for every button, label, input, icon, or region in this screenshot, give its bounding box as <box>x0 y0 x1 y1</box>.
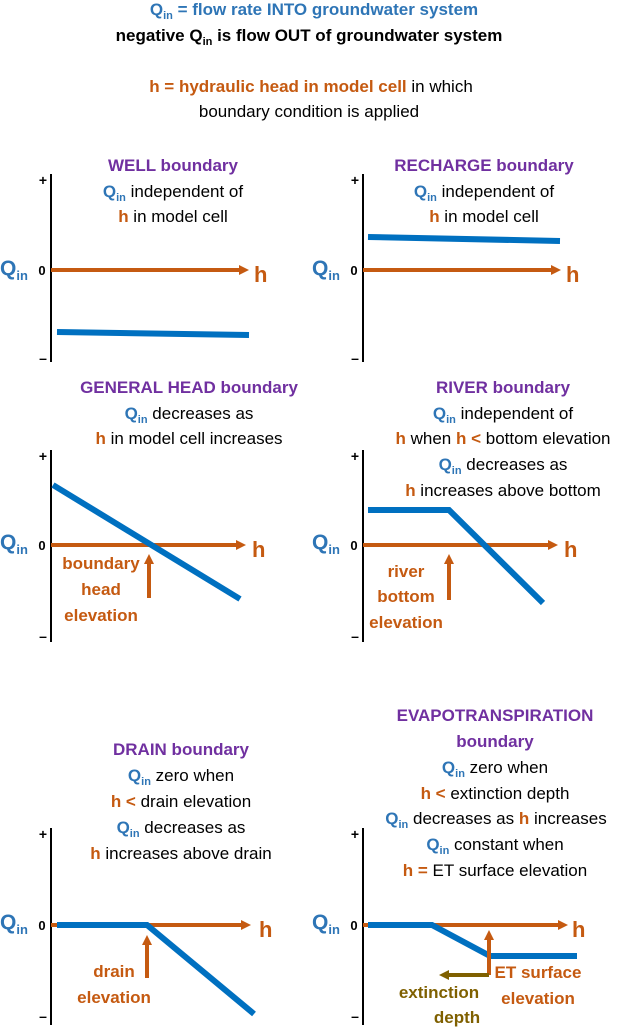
recharge-title: RECHARGE boundary <box>394 156 574 175</box>
recharge-flow-line <box>367 234 561 244</box>
et-zero-label: 0 <box>350 918 357 933</box>
drain-desc-1: Qin zero when <box>128 766 234 788</box>
drain-h-label: h <box>259 917 272 942</box>
et-extinction-label-2: depth <box>434 1008 480 1027</box>
well-desc-2: h in model cell <box>118 207 228 226</box>
ghb-flow-line <box>51 482 242 602</box>
ghb-minus-label: – <box>39 628 47 644</box>
ghb-zero-label: 0 <box>38 538 45 553</box>
header-line-4: boundary condition is applied <box>199 102 419 121</box>
drain-desc-2: h < drain elevation <box>111 792 251 811</box>
drain-title: DRAIN boundary <box>113 740 250 759</box>
river-desc-2: h when h < bottom elevation <box>396 429 611 448</box>
river-minus-label: – <box>351 628 359 644</box>
recharge-desc-2: h in model cell <box>429 207 539 226</box>
river-desc-1: Qin independent of <box>433 404 574 426</box>
drain-desc-3: Qin decreases as <box>117 818 246 840</box>
river-plus-label: + <box>351 448 359 464</box>
et-plus-label: + <box>351 826 359 842</box>
recharge-minus-label: – <box>351 350 359 366</box>
drain-q-axis-label: Qin <box>0 911 28 937</box>
ghb-panel: GENERAL HEAD boundary Qin decreases as h… <box>0 378 298 644</box>
et-h-label: h <box>572 917 585 942</box>
drain-marker-line-1: drain <box>93 962 135 981</box>
drain-marker-line-2: elevation <box>77 988 151 1007</box>
ghb-h-label: h <box>252 537 265 562</box>
well-title: WELL boundary <box>108 156 239 175</box>
river-q-axis-label: Qin <box>312 531 340 557</box>
river-marker-line-3: elevation <box>369 613 443 632</box>
well-plus-label: + <box>39 172 47 188</box>
ghb-desc-2: h in model cell increases <box>95 429 282 448</box>
well-panel: WELL boundary Qin independent of h in mo… <box>0 156 267 366</box>
drain-minus-label: – <box>39 1008 47 1024</box>
well-h-label: h <box>254 262 267 287</box>
river-flow-line <box>368 507 546 606</box>
et-desc-5: h = ET surface elevation <box>403 861 587 880</box>
recharge-zero-label: 0 <box>350 263 357 278</box>
recharge-plus-label: + <box>351 172 359 188</box>
et-title-2: boundary <box>456 732 534 751</box>
et-title-1: EVAPOTRANSPIRATION <box>397 706 594 725</box>
recharge-desc-1: Qin independent of <box>414 182 555 204</box>
river-marker-line-1: river <box>388 562 425 581</box>
header-line-1: Qin = flow rate INTO groundwater system <box>150 0 478 22</box>
ghb-marker-line-2: head <box>81 580 121 599</box>
well-desc-1: Qin independent of <box>103 182 244 204</box>
et-desc-4: Qin constant when <box>426 835 563 857</box>
well-flow-line <box>56 329 250 338</box>
river-desc-3: Qin decreases as <box>439 455 568 477</box>
et-flow-line <box>368 922 577 959</box>
et-surface-label-1: ET surface <box>495 963 582 982</box>
header-line-3: h = hydraulic head in model cell in whic… <box>149 77 473 96</box>
et-surface-label-2: elevation <box>501 989 575 1008</box>
river-marker-line-2: bottom <box>377 587 435 606</box>
drain-zero-label: 0 <box>38 918 45 933</box>
ghb-plus-label: + <box>39 448 47 464</box>
et-minus-label: – <box>351 1008 359 1024</box>
river-zero-label: 0 <box>350 538 357 553</box>
et-desc-2: h < extinction depth <box>421 784 570 803</box>
well-zero-label: 0 <box>38 263 45 278</box>
river-desc-4: h increases above bottom <box>405 481 601 500</box>
et-extinction-label-1: extinction <box>399 983 479 1002</box>
et-q-axis-label: Qin <box>312 911 340 937</box>
drain-desc-4: h increases above drain <box>90 844 271 863</box>
well-minus-label: – <box>39 350 47 366</box>
header-line-2: negative Qin is flow OUT of groundwater … <box>116 26 503 48</box>
ghb-q-axis-label: Qin <box>0 531 28 557</box>
ghb-marker-line-1: boundary <box>62 554 140 573</box>
et-desc-3: Qin decreases as h increases <box>385 809 606 831</box>
drain-plus-label: + <box>39 826 47 842</box>
ghb-desc-1: Qin decreases as <box>125 404 254 426</box>
recharge-q-axis-label: Qin <box>312 257 340 283</box>
et-desc-1: Qin zero when <box>442 758 548 780</box>
recharge-panel: RECHARGE boundary Qin independent of h i… <box>312 156 579 366</box>
well-q-axis-label: Qin <box>0 257 28 283</box>
et-panel: EVAPOTRANSPIRATION boundary Qin zero whe… <box>312 706 607 1027</box>
drain-panel: DRAIN boundary Qin zero when h < drain e… <box>0 740 272 1025</box>
drain-flow-line <box>57 922 256 1017</box>
ghb-marker-line-3: elevation <box>64 606 138 625</box>
recharge-h-label: h <box>566 262 579 287</box>
river-panel: RIVER boundary Qin independent of h when… <box>312 378 611 644</box>
river-title: RIVER boundary <box>436 378 571 397</box>
ghb-title: GENERAL HEAD boundary <box>80 378 298 397</box>
river-h-label: h <box>564 537 577 562</box>
